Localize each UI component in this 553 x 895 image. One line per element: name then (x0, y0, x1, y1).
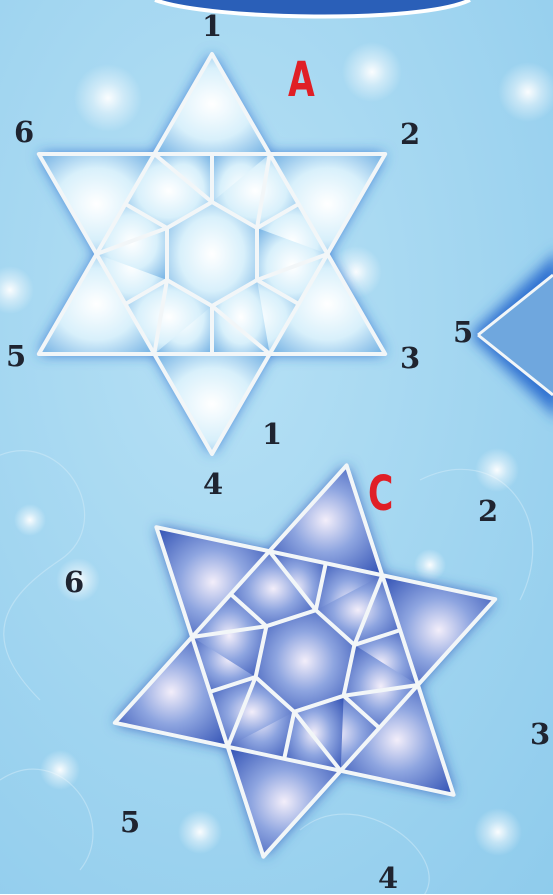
star-c-point-5: 5 (120, 808, 140, 837)
star-c-point-1: 1 (262, 420, 282, 449)
star-c-letter: C (368, 470, 393, 518)
star-c-point-6: 6 (64, 568, 84, 597)
partial-star-point-5: 5 (453, 318, 473, 347)
star-c-point-4: 4 (378, 864, 398, 893)
star-c-point-2: 2 (478, 497, 498, 526)
star-a-point-2: 2 (400, 120, 420, 149)
star-a-point-5: 5 (6, 342, 26, 371)
star-a-point-1: 1 (202, 12, 222, 41)
star-c-point-3: 3 (530, 720, 550, 749)
star-a-point-6: 6 (14, 118, 34, 147)
star-a-letter: A (288, 56, 315, 104)
star-a-point-3: 3 (400, 344, 420, 373)
star-a-point-4: 4 (203, 470, 223, 499)
